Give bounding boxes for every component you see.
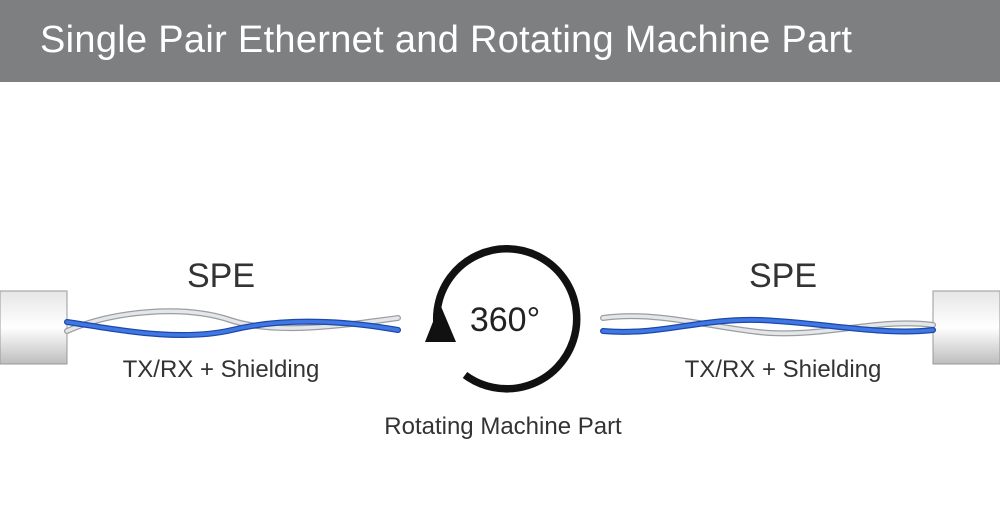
- left-cable-sleeve: [0, 290, 68, 365]
- header-bar: Single Pair Ethernet and Rotating Machin…: [0, 0, 1000, 82]
- rotating-part-caption: Rotating Machine Part: [384, 413, 622, 440]
- left-spe-label: SPE: [186, 257, 256, 295]
- right-cable-sleeve: [932, 290, 1000, 365]
- left-twisted-pair: [64, 308, 401, 339]
- rotation-arrow-icon: [425, 245, 581, 393]
- right-shielding-label: TX/RX + Shielding: [684, 356, 882, 383]
- page-title: Single Pair Ethernet and Rotating Machin…: [40, 19, 853, 61]
- rotation-degrees: 360°: [469, 301, 541, 339]
- right-spe-label: SPE: [748, 257, 818, 295]
- left-shielding-label: TX/RX + Shielding: [122, 356, 320, 383]
- right-twisted-pair: [600, 313, 936, 337]
